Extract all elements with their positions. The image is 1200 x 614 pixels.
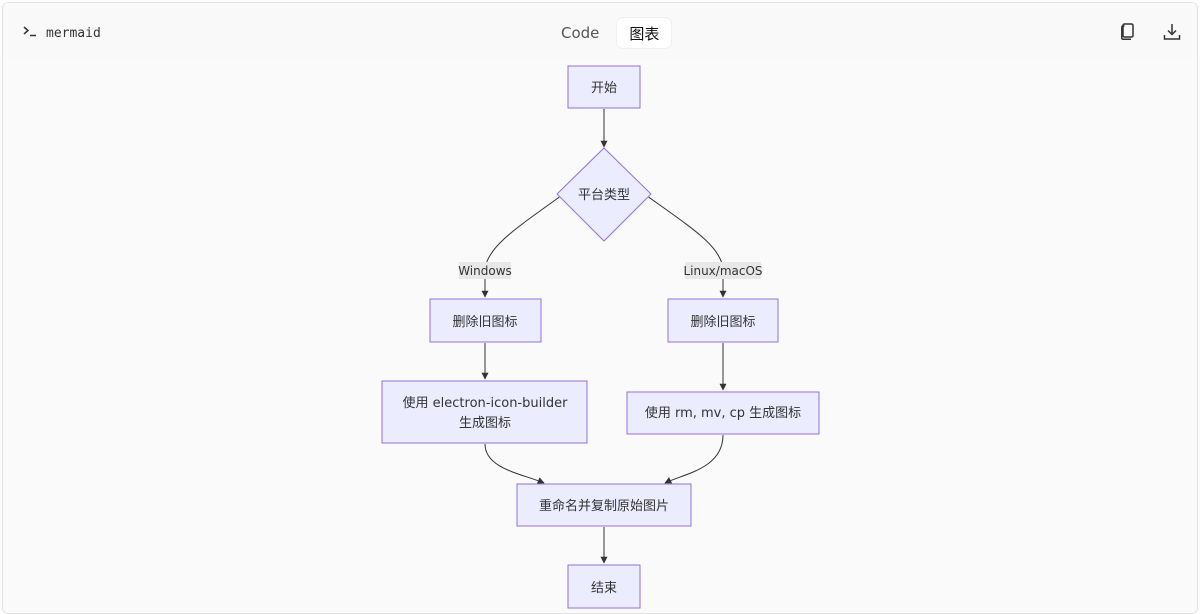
node-start-label: 开始: [591, 81, 617, 96]
node-decision[interactable]: 平台类型: [556, 147, 652, 242]
edge-label-windows-text: Windows: [458, 264, 512, 278]
edge-label-linux-mac: Linux/macOS: [683, 262, 763, 279]
node-mac-delete[interactable]: 删除旧图标: [667, 298, 779, 343]
node-end[interactable]: 结束: [567, 564, 641, 609]
node-rename-label: 重命名并复制原始图片: [539, 498, 669, 514]
edge-decision-mac: [631, 184, 727, 298]
download-button[interactable]: [1161, 21, 1183, 43]
node-win-build-line1: 使用 electron-icon-builder: [403, 395, 569, 411]
node-win-delete-label: 删除旧图标: [452, 315, 517, 330]
edge-label-windows: Windows: [458, 262, 512, 279]
copy-icon: [1121, 23, 1134, 40]
language-name: mermaid: [46, 25, 101, 41]
node-mac-build[interactable]: 使用 rm, mv, cp 生成图标: [626, 391, 820, 435]
node-mac-delete-label: 删除旧图标: [690, 315, 755, 330]
node-start[interactable]: 开始: [567, 65, 641, 109]
node-win-delete[interactable]: 删除旧图标: [429, 298, 542, 343]
edge-macbuild-rename: [664, 434, 724, 484]
node-win-build-line2: 生成图标: [459, 416, 511, 431]
language-label: mermaid: [23, 23, 101, 43]
node-mac-build-label: 使用 rm, mv, cp 生成图标: [645, 405, 801, 421]
terminal-prompt-icon: [23, 25, 37, 41]
node-end-label: 结束: [591, 581, 617, 596]
edge-label-linux-mac-text: Linux/macOS: [683, 264, 762, 278]
node-rename[interactable]: 重命名并复制原始图片: [516, 483, 692, 527]
diagram-canvas: Windows Linux/macOS 开始 平台类型 删除旧图标: [3, 59, 1197, 613]
edge-winbuild-rename: [484, 443, 545, 484]
edge-decision-win: [481, 184, 577, 298]
node-win-build[interactable]: 使用 electron-icon-builder 生成图标: [381, 380, 588, 444]
view-tabs: Code 图表: [549, 18, 672, 48]
flowchart: Windows Linux/macOS 开始 平台类型 删除旧图标: [381, 65, 820, 609]
download-icon: [1163, 24, 1181, 40]
node-decision-label: 平台类型: [578, 188, 630, 203]
copy-button[interactable]: [1117, 21, 1139, 43]
tab-diagram[interactable]: 图表: [617, 18, 672, 48]
code-block-header: mermaid Code 图表: [3, 3, 1197, 59]
tab-code[interactable]: Code: [561, 24, 600, 42]
